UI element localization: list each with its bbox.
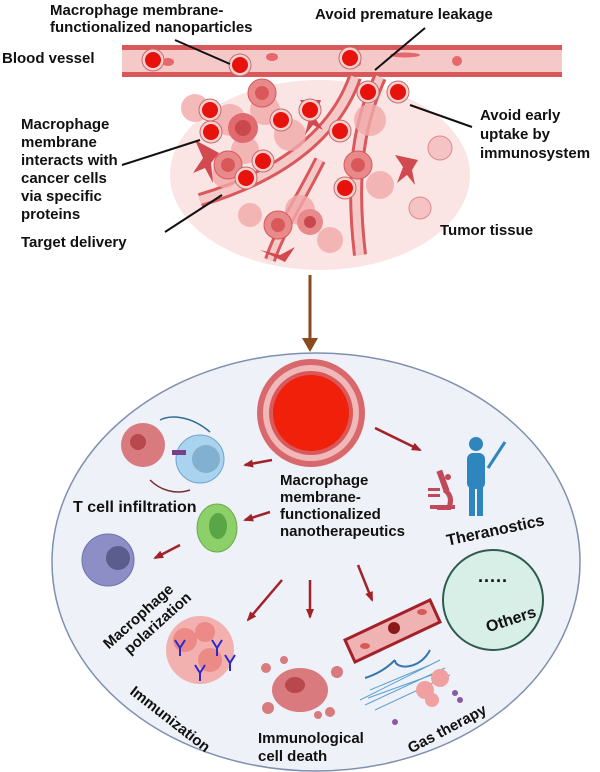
leader-line-leakage <box>374 27 426 71</box>
arrow-to-macrophage-polarization <box>153 543 181 560</box>
nanoparticle-icon <box>338 46 362 70</box>
microscope-icon <box>428 469 455 510</box>
nanoparticle-icon <box>386 80 410 104</box>
label-line: membrane- <box>280 489 361 506</box>
label-line: nanotherapeutics <box>280 523 406 540</box>
vessel-wall-top <box>122 45 562 50</box>
immune-cells <box>213 78 453 240</box>
theranostics-icon <box>428 437 507 516</box>
tumor-tissue-illustration <box>122 45 562 270</box>
nanoparticle-icon <box>234 166 258 190</box>
dying-cell-icon <box>261 656 343 719</box>
immunization-cluster-icon <box>166 616 236 684</box>
leader-line-interacts <box>121 139 201 166</box>
arrow-to-green-macrophage <box>243 510 271 522</box>
label-target-delivery: Target delivery <box>21 234 127 251</box>
arrow-to-immunization <box>246 579 283 622</box>
nanoparticle-icon <box>141 48 165 72</box>
antibody-icons <box>174 639 236 681</box>
syringe-icon <box>486 441 507 469</box>
label-line: Avoid early <box>480 107 561 124</box>
label-early-uptake: Avoid early uptake by immunosystem <box>480 106 590 163</box>
arrow-to-theranostics <box>374 426 422 452</box>
nanoparticle-icon <box>198 98 222 122</box>
others-circle <box>442 549 544 651</box>
spiky-cancer-cell <box>228 113 258 143</box>
label-tumor-tissue: Tumor tissue <box>440 222 534 239</box>
label-blood-vessel: Blood vessel <box>2 50 95 67</box>
vessel-branch-lumen <box>198 75 359 204</box>
purple-macrophage-icon <box>81 533 135 587</box>
leader-line-target <box>164 194 223 233</box>
main-down-arrow <box>302 275 318 352</box>
nanoparticle-icon <box>269 108 293 132</box>
nanoparticle-icon <box>328 119 352 143</box>
label-line: proteins <box>21 206 81 223</box>
vessel-wall-bottom <box>122 72 562 77</box>
t-cell-illustration <box>121 416 225 493</box>
label-membrane-interacts: Macrophage membrane interacts with cance… <box>21 116 118 224</box>
nanoparticle-icon <box>251 149 275 173</box>
label-center-nanotherapeutics: Macrophage membrane- functionalized nano… <box>280 472 405 540</box>
label-line: Macrophage <box>280 472 369 489</box>
nanoparticle-icon <box>199 120 223 144</box>
label-line: Macrophage membrane- <box>50 2 224 19</box>
nanoparticle-icon <box>228 53 252 77</box>
label-line: immunosystem <box>480 145 591 162</box>
center-nanotherapeutic <box>257 359 365 467</box>
label-line: interacts with <box>21 152 118 169</box>
spiky-cancer-cell <box>297 209 323 235</box>
leader-line-nanoparticles <box>174 39 231 65</box>
label-premature-leakage: Avoid premature leakage <box>315 6 493 23</box>
label-line: cell death <box>258 748 328 765</box>
arrow-to-t-cell <box>243 458 273 468</box>
gas-therapy-icon <box>343 597 463 725</box>
nanoparticle-icon <box>356 80 380 104</box>
leader-lines <box>121 27 473 233</box>
green-macrophage-icon <box>196 503 238 553</box>
label-line: cancer cells <box>21 170 107 187</box>
label-line: via specific <box>21 188 102 205</box>
label-line: Macrophage <box>21 116 110 133</box>
label-immunological-cell-death: Immunological cell death <box>258 730 364 766</box>
nanoparticle-icon <box>298 98 322 122</box>
others-dots: ..... <box>478 566 509 586</box>
leader-line-uptake <box>409 104 473 128</box>
label-line: functionalized nanoparticles <box>50 19 253 36</box>
arrow-to-gas-therapy <box>356 564 374 602</box>
application-arrows <box>153 426 422 622</box>
nanoparticle-icon <box>333 176 357 200</box>
label-line: Immunological <box>258 730 364 747</box>
label-line: uptake by <box>480 126 551 143</box>
arrow-to-cell-death <box>306 580 314 619</box>
label-t-cell-infiltration: T cell infiltration <box>73 499 197 516</box>
label-nanoparticles: Macrophage membrane- functionalized nano… <box>50 2 253 36</box>
label-line: membrane <box>21 134 97 151</box>
nanoparticles <box>141 46 410 200</box>
label-line: functionalized <box>280 506 381 523</box>
person-icon <box>467 437 485 516</box>
